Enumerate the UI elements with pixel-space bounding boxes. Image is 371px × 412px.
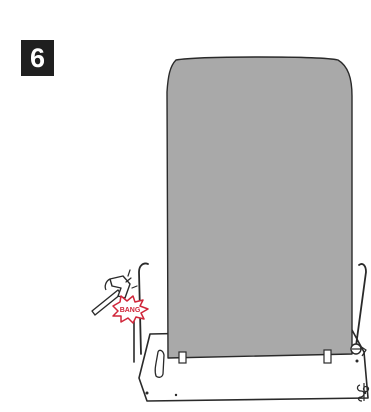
- base-hole: [145, 391, 149, 395]
- step-number-badge: 6: [21, 40, 54, 76]
- base-hole: [174, 393, 178, 397]
- ground-stake-right: [355, 263, 367, 347]
- ground-stake-left: [133, 262, 149, 363]
- cover-leg: [323, 349, 332, 364]
- impact-lines: [125, 269, 138, 289]
- equipment-cover: [166, 56, 353, 364]
- bang-starburst-icon: BANG: [112, 295, 149, 324]
- step-number: 6: [29, 43, 46, 73]
- hammer-icon: [91, 275, 131, 316]
- bang-label: BANG: [120, 307, 141, 314]
- base-hole: [355, 359, 359, 363]
- tie-down-spring-icon: [356, 383, 370, 402]
- base-slot-left: [154, 349, 165, 378]
- tie-down-clip-icon: [350, 343, 367, 357]
- cover-leg: [178, 351, 187, 364]
